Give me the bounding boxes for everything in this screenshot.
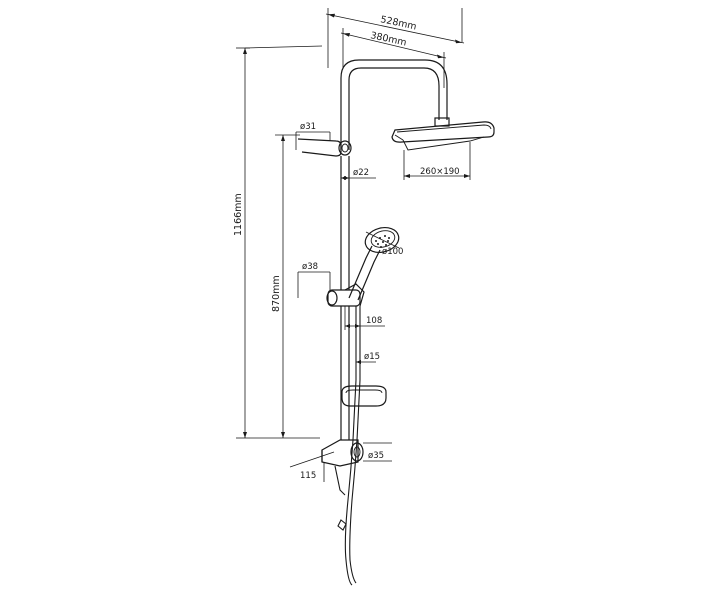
bottom-offset-label: 115 xyxy=(300,471,316,481)
pipe-dia-label: ø22 xyxy=(353,168,369,178)
total-height-label: 1166mm xyxy=(233,193,244,236)
dim-head-size: 260×190 xyxy=(403,142,471,180)
shower-arm xyxy=(340,59,448,150)
dim-slider: ø38 xyxy=(297,262,331,298)
dim-pipe: ø22 xyxy=(341,168,376,180)
dim-lower-pipe: ø15 xyxy=(356,352,380,364)
spray-nozzles xyxy=(375,235,390,248)
slider-dia-label: ø38 xyxy=(302,262,318,272)
arm-length-label: 380mm xyxy=(369,30,407,48)
top-bracket-dia-label: ø31 xyxy=(300,122,316,132)
bottom-connector-dia-label: ø35 xyxy=(368,451,384,461)
dim-total-height: 1166mm xyxy=(233,45,323,439)
rail-height-label: 870mm xyxy=(271,275,282,312)
dim-arm-length: 380mm xyxy=(340,28,447,88)
head-size-label: 260×190 xyxy=(420,167,460,177)
dim-bottom-connector: ø35 xyxy=(363,442,392,462)
slider-bracket xyxy=(326,283,365,307)
slider-offset-label: 108 xyxy=(366,316,382,326)
dim-rail-height: 870mm xyxy=(250,134,320,439)
dim-bottom-offset: 115 xyxy=(289,451,335,482)
lower-pipe-dia-label: ø15 xyxy=(364,352,380,362)
overhead-shower-head xyxy=(391,117,495,151)
dim-slider-offset: 108 xyxy=(344,306,385,330)
dim-top-bracket: ø31 xyxy=(295,122,331,150)
hand-shower-dia-label: ø100 xyxy=(382,247,403,257)
top-wall-bracket xyxy=(297,138,352,157)
hand-shower xyxy=(348,227,400,301)
soap-dish xyxy=(341,385,387,407)
bottom-connector xyxy=(321,439,364,531)
dim-hand-shower: ø100 xyxy=(365,231,403,257)
arm-reach-label: 528mm xyxy=(379,14,417,32)
